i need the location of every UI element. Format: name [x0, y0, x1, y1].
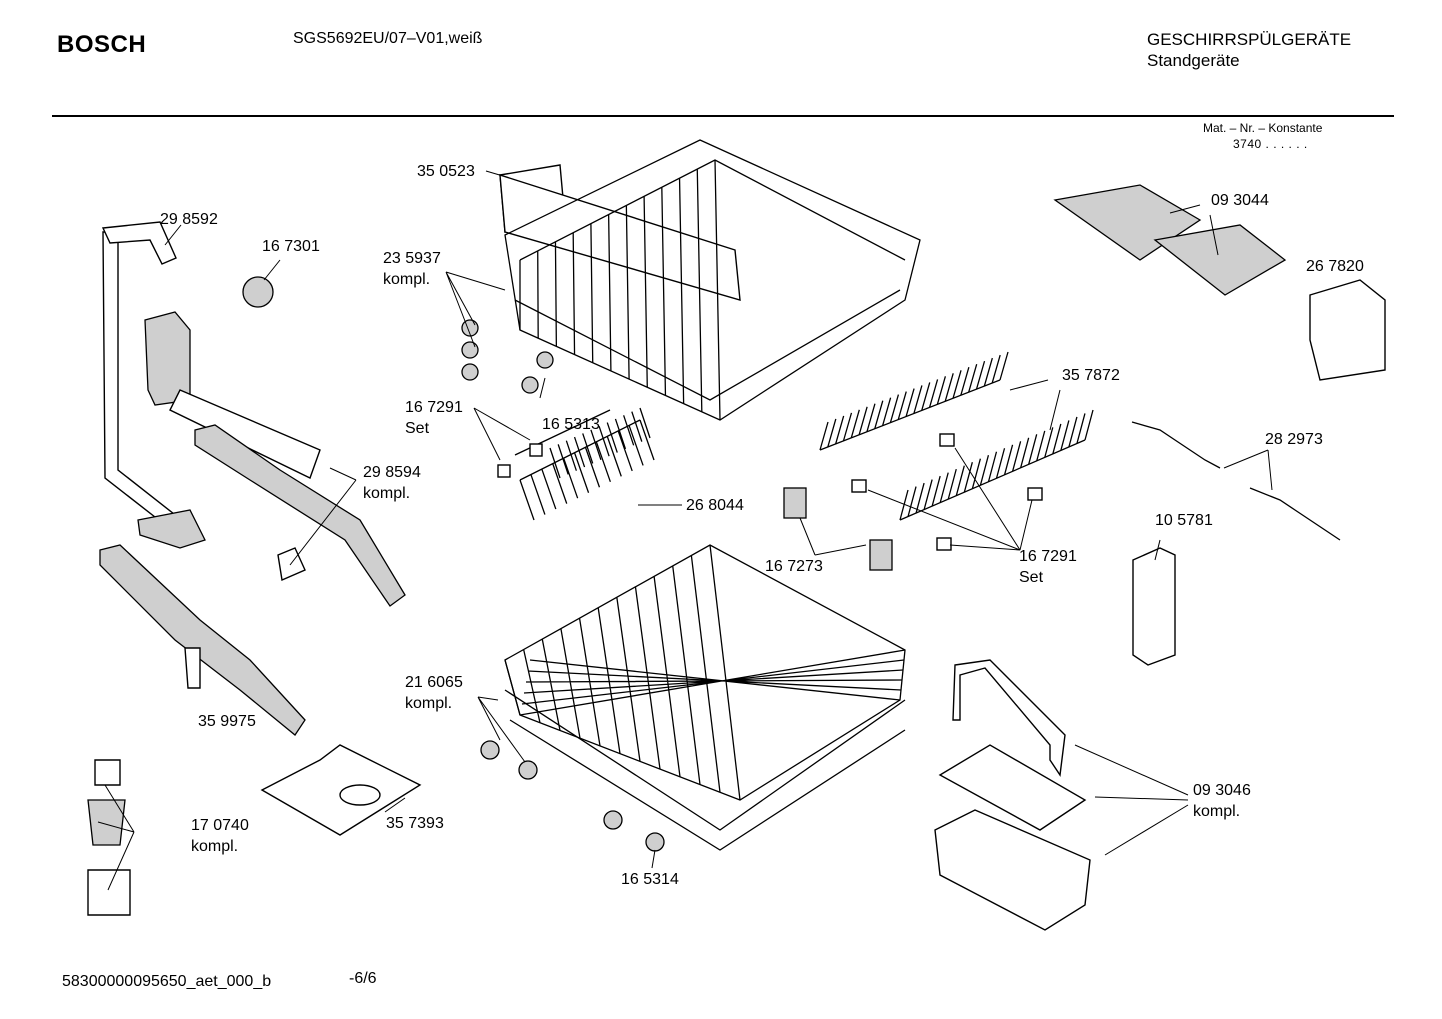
filter-cap [242, 276, 274, 308]
leader-lines [97, 170, 1273, 891]
part-label-170740: 17 0740 [191, 817, 249, 834]
filter-plate [260, 744, 422, 836]
part-label-357393: 35 7393 [386, 815, 444, 832]
document-id: 58300000095650_aet_000_b [62, 973, 272, 990]
part-label-167291-b-set: Set [1019, 569, 1044, 586]
part-label-167301: 16 7301 [262, 238, 320, 255]
subcategory-title: Standgeräte [1147, 51, 1240, 70]
cup-rack-pair [1053, 184, 1287, 296]
part-label-093044: 09 3044 [1211, 192, 1269, 209]
mat-nr-value: 3740 . . . . . . [1233, 137, 1308, 151]
tine-clips [497, 433, 1043, 571]
tine-step-strips [1131, 421, 1341, 541]
model-number: SGS5692EU/07–V01,weiß [293, 30, 483, 47]
lower-basket[interactable] [504, 544, 906, 851]
part-label-350523: 35 0523 [417, 163, 475, 180]
part-label-165314: 16 5314 [621, 871, 679, 888]
upper-basket[interactable] [499, 139, 921, 421]
part-label-105781: 10 5781 [1155, 512, 1213, 529]
lower-spray-arm [194, 424, 406, 607]
part-label-282973: 28 2973 [1265, 431, 1323, 448]
part-label-216065-kompl: kompl. [405, 695, 453, 712]
page-number: -6/6 [349, 970, 377, 987]
part-label-093046-kompl: kompl. [1193, 803, 1241, 820]
part-label-267820: 26 7820 [1306, 258, 1364, 275]
part-label-357872: 35 7872 [1062, 367, 1120, 384]
spray-arm-pipe [101, 221, 321, 549]
header-divider [52, 115, 1394, 117]
part-label-093046: 09 3046 [1193, 782, 1251, 799]
filter-set [87, 759, 131, 916]
cutlery-basket-kompl [934, 659, 1091, 931]
tine-rows [514, 351, 1094, 521]
part-label-165313: 16 5313 [542, 416, 600, 433]
cutlery-insert [1132, 547, 1176, 666]
part-label-298594-kompl: kompl. [363, 485, 411, 502]
part-label-167273: 16 7273 [765, 558, 823, 575]
part-label-216065: 21 6065 [405, 674, 463, 691]
small-cutlery-basket [1309, 279, 1386, 381]
part-label-268044: 26 8044 [686, 497, 744, 514]
part-label-170740-kompl: kompl. [191, 838, 239, 855]
part-label-235937-kompl: kompl. [383, 271, 431, 288]
category-title: GESCHIRRSPÜLGERÄTE [1147, 30, 1352, 49]
part-label-298592: 29 8592 [160, 211, 218, 228]
mat-nr-label: Mat. – Nr. – Konstante [1203, 121, 1323, 135]
part-label-167291-b: 16 7291 [1019, 548, 1077, 565]
part-label-235937: 23 5937 [383, 250, 441, 267]
part-label-167291-a-set: Set [405, 420, 430, 437]
part-label-167291-a: 16 7291 [405, 399, 463, 416]
part-label-298594: 29 8594 [363, 464, 421, 481]
part-label-359975: 35 9975 [198, 713, 256, 730]
brand-logo: BOSCH [57, 31, 147, 58]
rack-wheels [461, 319, 665, 852]
upper-spray-arm [99, 544, 306, 736]
